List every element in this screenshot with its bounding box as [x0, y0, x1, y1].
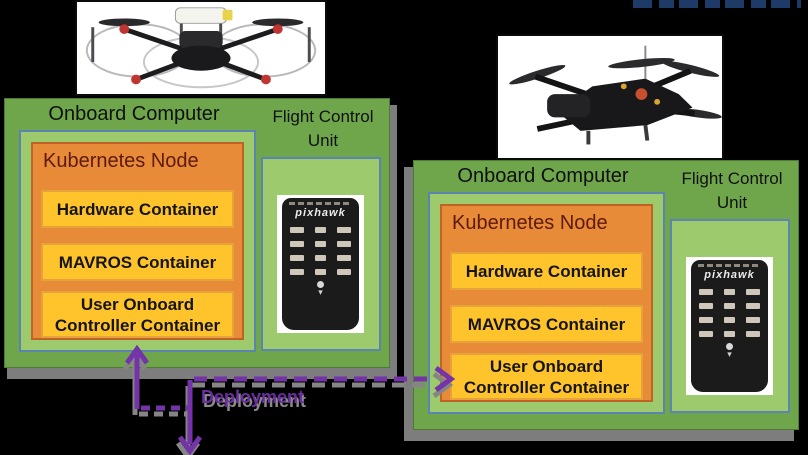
deployment-label: Deployment — [201, 387, 305, 407]
pixhawk-logo: pixhawk — [295, 207, 346, 219]
onboard-unit-left: Onboard Computer Flight Control Unit Kub… — [4, 98, 390, 368]
flight-control-unit-panel: pixhawk ▾ — [261, 157, 381, 351]
pixhawk-arrow-mark: ▾ — [727, 349, 732, 359]
pixhawk-connector-slots — [691, 281, 768, 341]
user-onboard-controller-container-box: User Onboard Controller Container — [450, 353, 643, 400]
down-arrowhead-icon — [177, 435, 203, 455]
onboard-unit-right: Onboard Computer Flight Control Unit Kub… — [413, 160, 799, 430]
drone-photo-left — [75, 0, 327, 96]
pixhawk-tiny-text-row — [697, 264, 762, 267]
pixhawk-connector-slots — [282, 219, 359, 279]
pixhawk-arrow-mark: ▾ — [318, 287, 323, 297]
kubernetes-node-panel: Kubernetes Node Hardware Container MAVRO… — [428, 192, 665, 414]
pixhawk-device: pixhawk ▾ — [282, 198, 359, 330]
pixhawk-photo: pixhawk ▾ — [277, 195, 364, 333]
pixhawk-logo: pixhawk — [704, 269, 755, 281]
drone-illustration-racer — [498, 36, 722, 158]
onboard-computer-title: Onboard Computer — [457, 165, 629, 187]
drone-photo-right — [496, 34, 724, 160]
hardware-container-box: Hardware Container — [450, 252, 643, 290]
kubernetes-node-box: Kubernetes Node Hardware Container MAVRO… — [31, 142, 244, 340]
flight-control-unit-title: Flight Control Unit — [272, 107, 374, 150]
kubernetes-node-box: Kubernetes Node Hardware Container MAVRO… — [440, 204, 653, 402]
user-onboard-controller-container-box: User Onboard Controller Container — [41, 291, 234, 338]
kubernetes-node-panel: Kubernetes Node Hardware Container MAVRO… — [19, 130, 256, 352]
mavros-container-box: MAVROS Container — [450, 305, 643, 343]
pixhawk-safety-button — [317, 281, 324, 288]
flight-control-unit-title: Flight Control Unit — [681, 169, 783, 212]
hardware-container-box: Hardware Container — [41, 190, 234, 228]
mavros-container-box: MAVROS Container — [41, 243, 234, 281]
pixhawk-tiny-text-row — [288, 202, 353, 205]
pixhawk-safety-button — [726, 343, 733, 350]
onboard-computer-title: Onboard Computer — [48, 103, 220, 125]
pixhawk-photo: pixhawk ▾ — [686, 257, 773, 395]
kubernetes-node-label: Kubernetes Node — [43, 150, 199, 172]
kubernetes-node-label: Kubernetes Node — [452, 212, 608, 234]
pixhawk-device: pixhawk ▾ — [691, 260, 768, 392]
drone-illustration-quadcopter — [77, 2, 325, 94]
flight-control-unit-panel: pixhawk ▾ — [670, 219, 790, 413]
cutoff-text-fragment — [633, 0, 801, 8]
